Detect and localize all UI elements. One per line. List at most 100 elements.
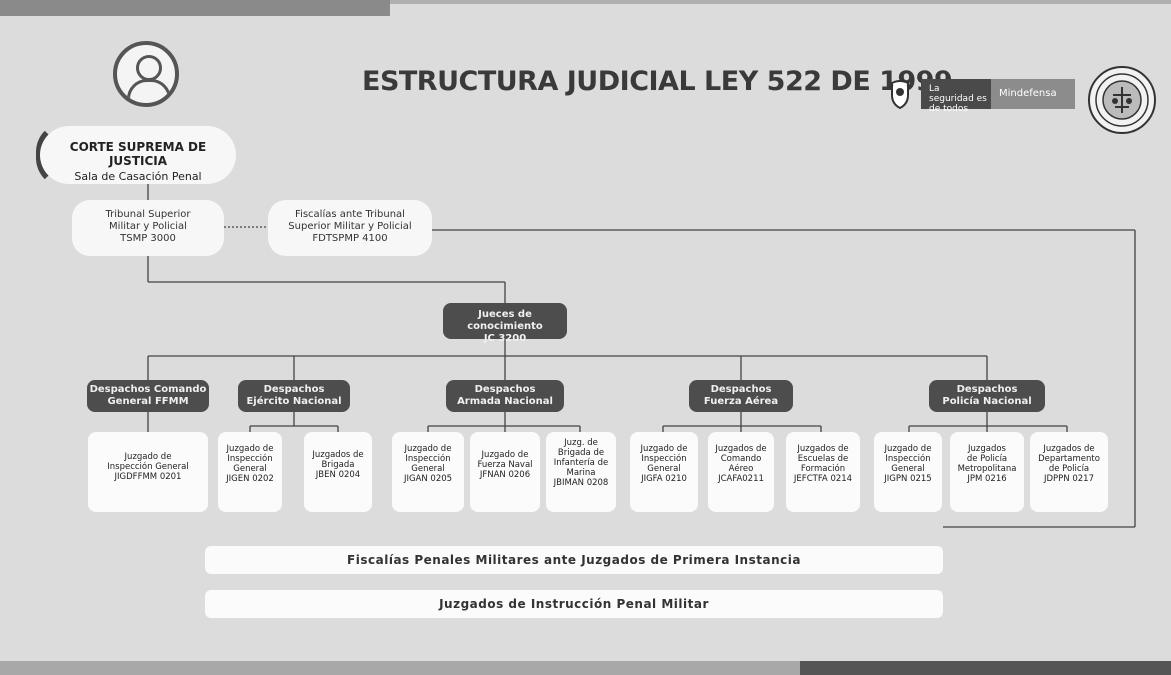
juzgado-box: Juzgado de Fuerza Naval JFNAN 0206 (470, 432, 540, 512)
juzgado-line: Juzgado de (481, 450, 529, 460)
tribunal-line: Militar y Policial (109, 221, 187, 232)
juzgado-line: Departamento (1038, 454, 1100, 464)
despacho-box: Despachos Fuerza Aérea (689, 380, 793, 412)
juzgado-line: Juzg. de (564, 438, 598, 448)
fiscalias-line: Superior Militar y Policial (288, 221, 412, 232)
juzgado-line: General (411, 464, 445, 474)
juzgado-line: Juzgado de (404, 444, 452, 454)
juzgado-code: JFNAN 0206 (479, 470, 531, 480)
despacho-line: Armada Nacional (457, 396, 553, 407)
juzgado-line: Juzgados de (797, 444, 849, 454)
juzgado-line: General (891, 464, 925, 474)
juzgado-line: Inspección General (107, 462, 189, 472)
despacho-line: Despachos (710, 384, 772, 395)
juzgado-line: de Policía (966, 454, 1008, 464)
juzgado-line: Marina (566, 468, 596, 478)
top-decor-bar (0, 0, 390, 16)
fiscalias-penales-band: Fiscalías Penales Militares ante Juzgado… (205, 546, 943, 574)
justice-seal-icon (1088, 66, 1156, 134)
juzgado-line: General (647, 464, 681, 474)
juzgado-box: Juzgado de Inspección General JIGFA 0210 (630, 432, 698, 512)
despacho-line: General FFMM (107, 396, 189, 407)
juzgado-line: Brigada de (557, 448, 605, 458)
tribunal-superior-box: Tribunal Superior Militar y Policial TSM… (72, 200, 224, 256)
juzgado-line: de Policía (1048, 464, 1090, 474)
juzgado-code: JBEN 0204 (315, 470, 361, 480)
juzgado-code: JIGDFFMM 0201 (114, 472, 182, 482)
fiscalias-code: FDTSPMP 4100 (312, 233, 388, 244)
corte-bracket (36, 122, 66, 188)
juzgado-code: JIGEN 0202 (226, 474, 274, 484)
juzgado-code: JPM 0216 (967, 474, 1007, 484)
juzgado-line: Inspección (641, 454, 687, 464)
despacho-line: Ejército Nacional (246, 396, 342, 407)
juzgado-line: Formación (800, 464, 846, 474)
despacho-box: Despachos Comando General FFMM (87, 380, 209, 412)
juzgado-line: Juzgado de (884, 444, 932, 454)
juzgado-line: Juzgados de (312, 450, 364, 460)
juzgado-box: Juzgados de Comando Aéreo JCAFA0211 (708, 432, 774, 512)
juzgado-box: Juzgados de Escuelas de Formación JEFCTF… (786, 432, 860, 512)
fiscalias-line: Fiscalías ante Tribunal (295, 209, 405, 220)
juzgado-line: Escuelas de (797, 454, 849, 464)
juzgado-box: Juzgados de Policía Metropolitana JPM 02… (950, 432, 1024, 512)
juzgado-line: Juzgado de (226, 444, 274, 454)
despacho-line: Despachos (474, 384, 536, 395)
juzgado-line: Juzgado de (124, 452, 172, 462)
despacho-box: Despachos Policía Nacional (929, 380, 1045, 412)
avatar-icon (113, 41, 179, 107)
jueces-conocimiento-box: Jueces de conocimiento JC 3200 (443, 303, 567, 344)
juzgado-line: Comando (720, 454, 762, 464)
juzgado-code: JIGFA 0210 (641, 474, 687, 484)
despacho-line: Fuerza Aérea (703, 396, 779, 407)
juzgado-line: Infantería de (553, 458, 609, 468)
juzgado-code: JIGPN 0215 (884, 474, 932, 484)
despacho-line: Despachos Comando (89, 384, 207, 395)
juzgado-box: Juzgado de Inspección General JIGEN 0202 (218, 432, 282, 512)
despacho-line: Policía Nacional (942, 396, 1032, 407)
juzgado-line: Juzgados de (715, 444, 767, 454)
despacho-box: Despachos Armada Nacional (446, 380, 564, 412)
juzgados-instruccion-band: Juzgados de Instrucción Penal Militar (205, 590, 943, 618)
juzgado-code: JBIMAN 0208 (553, 478, 609, 488)
logo-slogan: La seguridad es de todos (921, 79, 991, 114)
juzgado-code: JIGAN 0205 (403, 474, 453, 484)
bottom-decor-bar-right (800, 661, 1171, 675)
juzgado-line: Inspección (227, 454, 273, 464)
juzgado-box: Juzg. de Brigada de Infantería de Marina… (546, 432, 616, 512)
tribunal-line: Tribunal Superior (105, 209, 191, 220)
fiscalias-tribunal-box: Fiscalías ante Tribunal Superior Militar… (268, 200, 432, 256)
jueces-line: Jueces de conocimiento (467, 309, 543, 332)
juzgado-box: Juzgado de Inspección General JIGAN 0205 (392, 432, 464, 512)
juzgado-code: JEFCTFA 0214 (793, 474, 853, 484)
juzgado-line: Inspección (885, 454, 931, 464)
jueces-code: JC 3200 (483, 333, 527, 344)
juzgado-line: Fuerza Naval (477, 460, 533, 470)
juzgado-line: Brigada (321, 460, 355, 470)
juzgado-box: Juzgados de Brigada JBEN 0204 (304, 432, 372, 512)
juzgado-box: Juzgado de Inspección General JIGPN 0215 (874, 432, 942, 512)
juzgado-line: Inspección (405, 454, 451, 464)
juzgado-line: Metropolitana (957, 464, 1017, 474)
juzgado-line: Juzgado de (640, 444, 688, 454)
juzgado-box: Juzgado de Inspección General JIGDFFMM 0… (88, 432, 208, 512)
corte-title: CORTE SUPREMA DE JUSTICIA (69, 140, 207, 168)
tribunal-code: TSMP 3000 (120, 233, 176, 244)
despacho-line: Despachos (956, 384, 1018, 395)
ministry-logo: La seguridad es de todos Mindefensa (921, 79, 1075, 114)
despacho-box: Despachos Ejército Nacional (238, 380, 350, 412)
juzgado-box: Juzgados de Departamento de Policía JDPP… (1030, 432, 1108, 512)
juzgado-code: JCAFA0211 (718, 474, 764, 484)
logo-ministry-name: Mindefensa (991, 79, 1075, 109)
bottom-decor-bar (0, 661, 800, 675)
page-title: ESTRUCTURA JUDICIAL LEY 522 DE 1999 (362, 66, 953, 97)
juzgado-line: General (233, 464, 267, 474)
juzgado-line: Aéreo (728, 464, 754, 474)
juzgado-line: Juzgados (968, 444, 1006, 454)
corte-suprema-box: CORTE SUPREMA DE JUSTICIA Sala de Casaci… (40, 126, 236, 184)
despacho-line: Despachos (263, 384, 325, 395)
corte-subtitle: Sala de Casación Penal (74, 170, 202, 183)
coat-of-arms-icon (888, 80, 912, 109)
juzgado-line: Juzgados de (1043, 444, 1095, 454)
